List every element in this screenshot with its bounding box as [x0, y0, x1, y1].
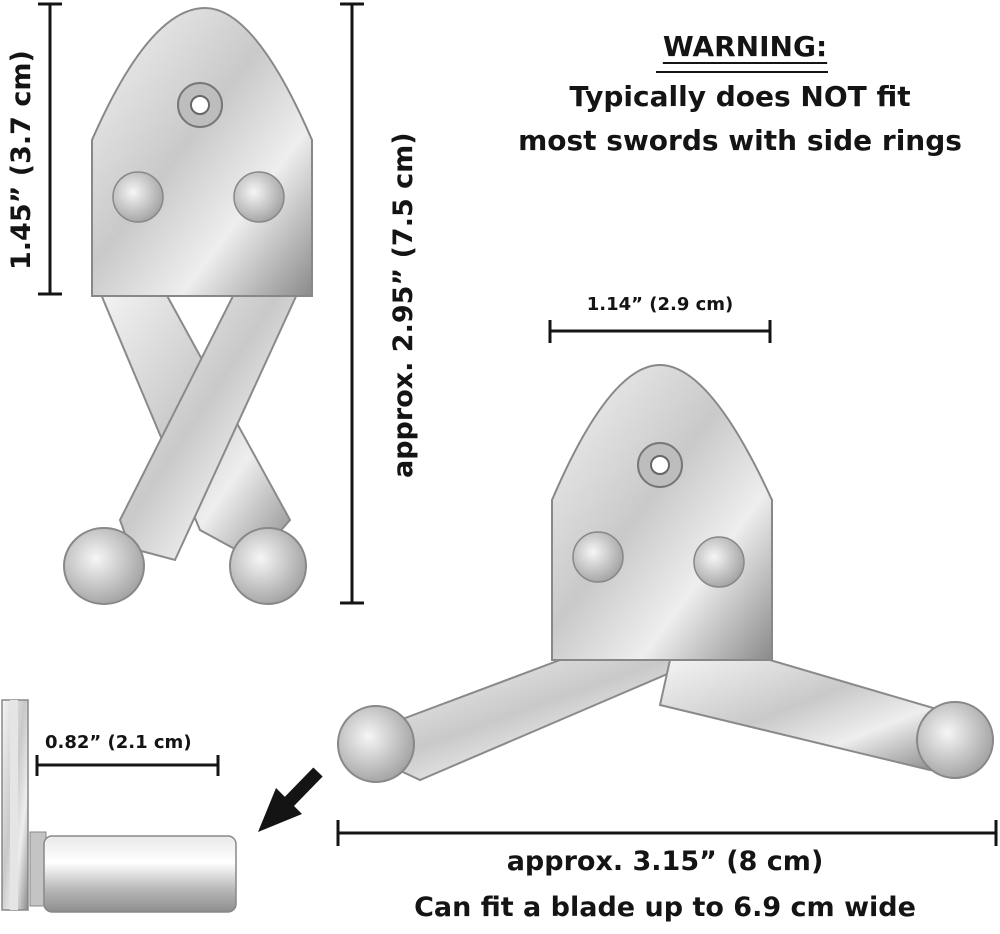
hanger-head	[91, 6, 313, 297]
arrow-icon	[258, 767, 323, 832]
warning-line-2: most swords with side rings	[518, 124, 962, 157]
pin-end	[229, 527, 307, 605]
hanger-arm	[658, 659, 942, 772]
hanger-front-view	[63, 6, 313, 605]
rivet	[112, 171, 164, 223]
rivet	[572, 531, 624, 583]
warning-title: WARNING:	[662, 30, 828, 63]
rivet	[693, 536, 745, 588]
warning-line-1: Typically does NOT fit	[569, 80, 911, 113]
pin-end	[916, 701, 994, 779]
total-height-label: approx. 2.95” (7.5 cm)	[388, 132, 419, 478]
rivet	[233, 171, 285, 223]
total-width-label: approx. 3.15” (8 cm)	[506, 846, 824, 877]
hanger-open-view	[337, 363, 994, 783]
pin-length-label: 0.82” (2.1 cm)	[45, 732, 192, 753]
hanger-arm	[358, 659, 701, 782]
pin-end	[63, 527, 145, 605]
head-height-label: 1.45” (3.7 cm)	[6, 50, 37, 270]
hanger-head	[551, 363, 773, 661]
pin-end	[337, 705, 415, 783]
pin-cylinder	[43, 835, 237, 913]
capacity-label: Can fit a blade up to 6.9 cm wide	[414, 892, 916, 923]
dimension-lines	[35, 2, 998, 846]
head-width-label: 1.14” (2.9 cm)	[586, 294, 734, 315]
pin-side-view	[1, 699, 237, 913]
